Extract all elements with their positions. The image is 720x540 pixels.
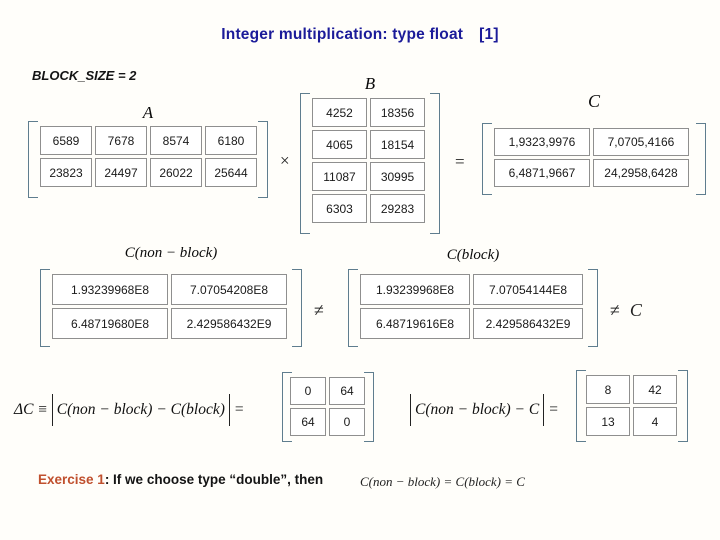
matrix-cell: 13 <box>586 407 630 436</box>
matrix-cell: 7.07054208E8 <box>171 274 287 305</box>
right-bracket <box>292 269 302 347</box>
times-operator: × <box>280 151 290 170</box>
matrix-cell: 26022 <box>150 158 202 187</box>
conclusion-formula: C(non − block) = C(block) = C <box>360 474 525 489</box>
matrix-cell: 4065 <box>312 130 367 159</box>
equals-sign: = <box>548 401 559 418</box>
not-equal-operator: ≠ <box>314 300 324 320</box>
matrix-cell: 6,4871,9667 <box>494 159 590 187</box>
delta-c-lead: ΔC ≡ <box>14 401 48 418</box>
slide-title-reference: [1] <box>479 26 499 43</box>
left-bracket <box>28 121 38 198</box>
matrix-c-block-label: C(block) <box>446 247 500 263</box>
matrix-cell: 6589 <box>40 126 92 155</box>
right-bracket <box>678 370 688 442</box>
matrix-cell: 0 <box>290 377 326 405</box>
matrix-cell: 8 <box>586 375 630 404</box>
matrix-cell: 2.429586432E9 <box>171 308 287 339</box>
equals-operator: = <box>455 152 465 171</box>
right-bracket <box>430 93 440 234</box>
matrix-c-nonblock-label: C(non − block) <box>124 245 218 261</box>
matrix-cell: 8574 <box>150 126 202 155</box>
matrix-cell: 23823 <box>40 158 92 187</box>
abs-diff-inner: C(non − block) − C <box>415 401 540 418</box>
matrix-cell: 18356 <box>370 98 425 127</box>
matrix-cell: 29283 <box>370 194 425 223</box>
exercise-label: Exercise 1 <box>38 472 105 487</box>
right-bracket <box>258 121 268 198</box>
abs-bar <box>228 394 230 426</box>
not-equal-operator: ≠ <box>610 300 620 320</box>
exercise-body: : If we choose type “double”, then <box>104 472 324 487</box>
matrix-a-label: A <box>142 103 154 122</box>
right-bracket <box>696 123 706 195</box>
matrix-cell: 18154 <box>370 130 425 159</box>
matrix-cell: 4 <box>633 407 677 436</box>
matrix-cell: 6303 <box>312 194 367 223</box>
delta-c-formula: ΔC ≡ C(non − block) − C(block) = <box>14 384 244 436</box>
c-variable: C <box>629 300 642 320</box>
matrix-cell: 2.429586432E9 <box>473 308 583 339</box>
matrix-cell: 64 <box>329 377 365 405</box>
left-bracket <box>348 269 358 347</box>
matrix-b-label: B <box>364 74 376 93</box>
matrix-cell: 1,9323,9976 <box>494 128 590 156</box>
matrix-cell: 7.07054144E8 <box>473 274 583 305</box>
left-bracket <box>300 93 310 234</box>
exercise-text: Exercise 1: If we choose type “double”, … <box>38 472 323 487</box>
matrix-cell: 1.93239968E8 <box>52 274 168 305</box>
block-size-label: BLOCK_SIZE = 2 <box>32 68 137 83</box>
matrix-cell: 0 <box>329 408 365 436</box>
matrix-cell: 6.48719616E8 <box>360 308 470 339</box>
matrix-cell: 30995 <box>370 162 425 191</box>
right-bracket <box>588 269 598 347</box>
matrix-cell: 4252 <box>312 98 367 127</box>
delta-c-inner: C(non − block) − C(block) <box>56 401 225 418</box>
matrix-c-label: C <box>587 91 600 111</box>
abs-diff-formula: C(non − block) − C = <box>406 384 559 436</box>
left-bracket <box>282 372 292 442</box>
matrix-cell: 25644 <box>205 158 257 187</box>
abs-bar <box>543 394 545 426</box>
matrix-cell: 6180 <box>205 126 257 155</box>
equals-sign: = <box>233 401 245 418</box>
abs-bar <box>410 394 411 426</box>
matrix-cell: 24,2958,6428 <box>593 159 689 187</box>
slide-title: Integer multiplication: type float [1] <box>0 26 720 44</box>
matrix-cell: 7678 <box>95 126 147 155</box>
matrix-cell: 6.48719680E8 <box>52 308 168 339</box>
left-bracket <box>40 269 50 347</box>
matrix-cell: 11087 <box>312 162 367 191</box>
matrix-cell: 1.93239968E8 <box>360 274 470 305</box>
abs-bar <box>51 394 53 426</box>
matrix-cell: 64 <box>290 408 326 436</box>
matrix-cell: 24497 <box>95 158 147 187</box>
not-equal-c-expression: ≠C <box>610 300 642 321</box>
left-bracket <box>482 123 492 195</box>
matrix-cell: 7,0705,4166 <box>593 128 689 156</box>
right-bracket <box>364 372 374 442</box>
left-bracket <box>576 370 586 442</box>
matrix-cell: 42 <box>633 375 677 404</box>
slide-title-text: Integer multiplication: type float <box>221 26 464 43</box>
